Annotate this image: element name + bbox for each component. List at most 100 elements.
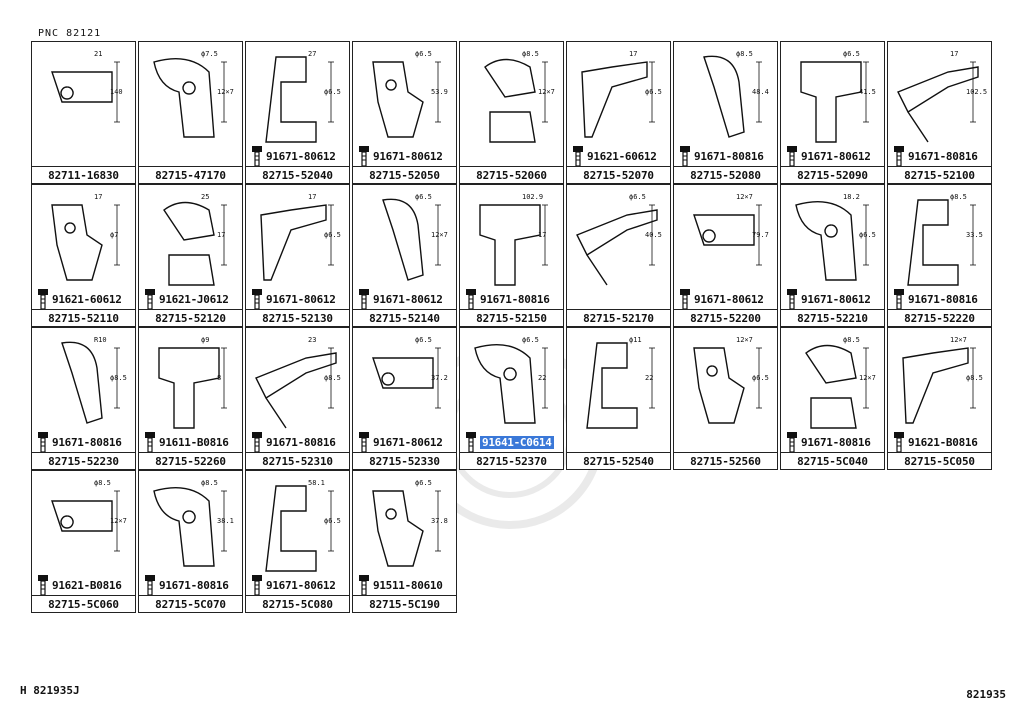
bolt-icon xyxy=(38,432,48,452)
dimension-label: 21 xyxy=(94,50,102,58)
dimension-label: ϕ6.5 xyxy=(415,50,432,58)
bolt-icon xyxy=(787,432,797,452)
part-number: 82711-16830 xyxy=(32,166,135,182)
dimension-label: 38.1 xyxy=(217,517,234,525)
dimension-label: ϕ6.5 xyxy=(324,88,341,96)
bolt-icon xyxy=(38,289,48,309)
bolt-part-number: 91671-80816 xyxy=(908,293,978,306)
dimension-label: ϕ6.5 xyxy=(324,517,341,525)
bolt-icon xyxy=(145,289,155,309)
bolt-part-number: 91621-60612 xyxy=(587,150,657,163)
dimension-label: 41.5 xyxy=(859,88,876,96)
bolt-icon xyxy=(252,575,262,595)
bolt-part-number: 91671-80816 xyxy=(480,293,550,306)
bolt-part-number: 91671-80816 xyxy=(266,436,336,449)
bracket-drawing: ϕ6.512×7 xyxy=(382,193,448,281)
part-number: 82715-52210 xyxy=(781,309,884,325)
part-number: 82715-52150 xyxy=(460,309,563,325)
bolt-part-number: 91671-80816 xyxy=(908,150,978,163)
bracket-drawing: ϕ8.548.4 xyxy=(703,50,769,138)
part-number: 82715-52170 xyxy=(567,309,670,325)
dimension-label: ϕ8.5 xyxy=(736,50,753,58)
bracket-drawing: 58.1ϕ6.5 xyxy=(265,479,341,572)
bolt-icon xyxy=(252,146,262,166)
bolt-icon xyxy=(38,575,48,595)
part-number: 82715-52200 xyxy=(674,309,777,325)
part-number: 82715-52220 xyxy=(888,309,991,325)
dimension-label: ϕ7 xyxy=(110,231,118,239)
dimension-label: ϕ6.5 xyxy=(522,336,539,344)
dimension-label: 37.8 xyxy=(431,517,448,525)
part-number: 82715-52100 xyxy=(888,166,991,182)
bolt-icon xyxy=(573,146,583,166)
part-number: 82715-52090 xyxy=(781,166,884,182)
bolt-part-number: 91671-80612 xyxy=(266,293,336,306)
part-number: 82715-52310 xyxy=(246,452,349,468)
bolt-part-number: 91671-80612 xyxy=(373,293,443,306)
part-number: 82715-47170 xyxy=(139,166,242,182)
dimension-label: ϕ6.5 xyxy=(415,336,432,344)
bracket-drawing: 27 ϕ6.5 xyxy=(265,50,341,143)
part-number: 82715-52230 xyxy=(32,452,135,468)
bracket-drawing: ϕ6.537.8 xyxy=(372,479,448,567)
dimension-label: 17 xyxy=(217,231,225,239)
bracket-drawing: ϕ6.541.5 xyxy=(800,50,876,143)
dimension-label: ϕ8.5 xyxy=(522,50,539,58)
dimension-label: 27 xyxy=(308,50,316,58)
dimension-label: 12×7 xyxy=(736,193,753,201)
part-number: 82715-5C050 xyxy=(888,452,991,468)
part-number: 82715-52120 xyxy=(139,309,242,325)
dimension-label: ϕ11 xyxy=(629,336,642,344)
dimension-label: 102.9 xyxy=(522,193,543,201)
bracket-drawing: ϕ8.512×7 xyxy=(51,479,127,552)
bolt-part-number: 91621-B0816 xyxy=(52,579,122,592)
bolt-part-number: 91671-80612 xyxy=(801,150,871,163)
part-number: 82715-52050 xyxy=(353,166,456,182)
part-number: 82715-5C190 xyxy=(353,595,456,611)
dimension-label: R10 xyxy=(94,336,107,344)
part-number: 82715-5C070 xyxy=(139,595,242,611)
dimension-label: ϕ8.5 xyxy=(201,479,218,487)
dimension-label: ϕ6.5 xyxy=(645,88,662,96)
dimension-label: 102.5 xyxy=(966,88,987,96)
part-number: 82715-52060 xyxy=(460,166,563,182)
dimension-label: ϕ6.5 xyxy=(859,231,876,239)
dimension-label: ϕ8.5 xyxy=(94,479,111,487)
